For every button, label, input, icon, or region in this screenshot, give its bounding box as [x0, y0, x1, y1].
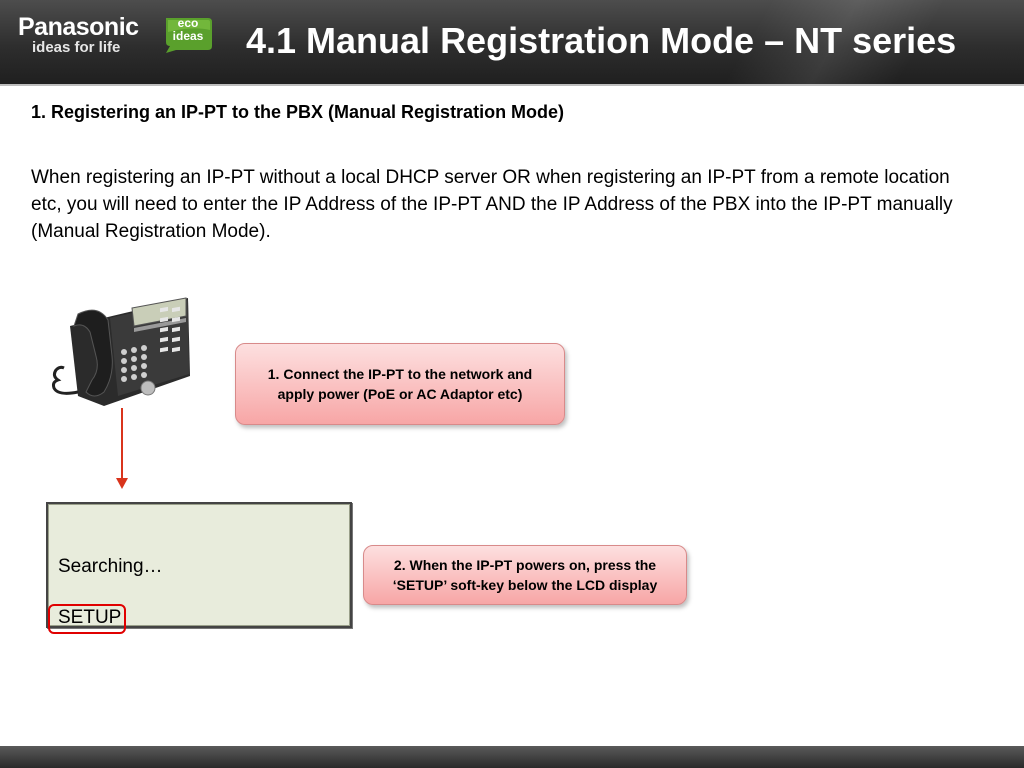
- eco-badge-line2: ideas: [172, 29, 204, 43]
- brand-tagline: ideas for life: [32, 39, 121, 56]
- step-1-callout: 1. Connect the IP-PT to the network and …: [235, 343, 565, 425]
- leaf-icon: [166, 18, 212, 53]
- setup-highlight-box: [48, 604, 126, 634]
- intro-paragraph: When registering an IP-PT without a loca…: [31, 167, 953, 242]
- eco-badge-text: eco ideas: [162, 17, 214, 43]
- eco-ideas-badge: eco ideas: [162, 16, 214, 54]
- brand-logo: Panasonic ideas for life: [18, 14, 139, 56]
- lcd-status-text: Searching…: [58, 556, 163, 577]
- slide-footer-bar: [0, 746, 1024, 768]
- section-subheading: 1. Registering an IP-PT to the PBX (Manu…: [31, 102, 565, 122]
- lcd-display: Searching… SETUP: [46, 502, 352, 628]
- step-2-text: 2. When the IP-PT powers on, press the ‘…: [392, 557, 658, 593]
- step-2-callout: 2. When the IP-PT powers on, press the ‘…: [363, 545, 687, 605]
- slide-header: Panasonic ideas for life eco ideas 4.1 M…: [0, 0, 1024, 86]
- slide-title: 4.1 Manual Registration Mode – NT series: [246, 20, 957, 61]
- down-arrow-icon: [116, 408, 128, 489]
- brand-name: Panasonic: [18, 13, 139, 41]
- eco-badge-line1: eco: [177, 16, 199, 30]
- ip-phone-icon: [52, 297, 190, 406]
- step-1-text: 1. Connect the IP-PT to the network and …: [267, 366, 533, 402]
- setup-soft-key-label[interactable]: SETUP: [58, 607, 122, 628]
- header-sheen: [664, 0, 984, 84]
